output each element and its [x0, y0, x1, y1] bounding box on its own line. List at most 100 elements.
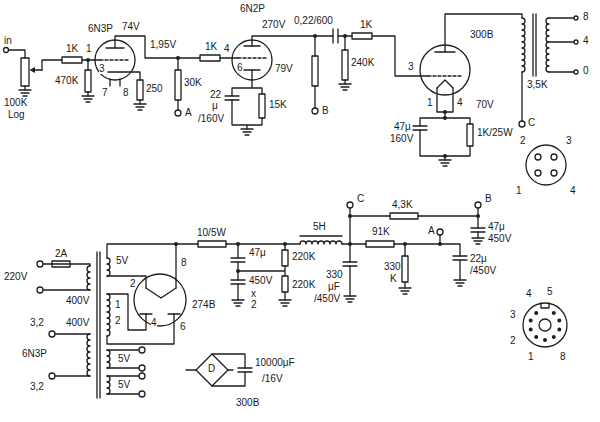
component-label: 1	[86, 44, 92, 54]
component-label: 240K	[351, 58, 374, 68]
socket-pin	[529, 311, 562, 342]
component-label: 1K	[360, 20, 372, 30]
component-label: 8	[560, 352, 566, 362]
component-label: 100K	[4, 98, 27, 108]
component-label: 1K/25W	[477, 128, 513, 138]
component-label: 8	[583, 12, 589, 22]
transformer-winding	[522, 18, 525, 72]
component-label: 470K	[55, 76, 78, 86]
component-label: A	[428, 226, 435, 236]
component-label: 4	[570, 186, 576, 196]
component-label: 1,95V	[150, 40, 176, 50]
component-label: 330	[326, 270, 343, 280]
component-label: 400V	[66, 296, 89, 306]
component-label: 3	[566, 136, 572, 146]
component-label: 4	[583, 36, 589, 46]
component-label: 300B	[236, 398, 259, 408]
component-label: 47μ	[394, 122, 411, 132]
transformer-winding	[107, 294, 110, 336]
component-label: 450V	[488, 234, 511, 244]
component-label: 400V	[66, 318, 89, 328]
component-label: 74V	[122, 22, 140, 32]
socket-pin	[535, 154, 557, 176]
component-label: 5V	[118, 354, 130, 364]
tube-grid	[100, 58, 462, 76]
component-label: 450V	[249, 276, 272, 286]
component-label: 0,22/600	[294, 16, 333, 26]
component-label: 3	[510, 310, 516, 320]
component-label: 300B	[470, 30, 493, 40]
component-label: /16V	[262, 374, 283, 384]
component-label: 2	[130, 279, 136, 289]
component-label: 2A	[55, 249, 67, 259]
component-label: 10000μF	[255, 358, 295, 368]
component-label: C	[357, 194, 364, 204]
component-label: 160V	[390, 134, 413, 144]
wiper-line	[34, 69, 42, 70]
socket-key	[541, 303, 549, 308]
component-label: B	[322, 106, 329, 116]
wire	[43, 208, 478, 394]
component-label: 79V	[275, 64, 293, 74]
component-label: /450V	[470, 266, 496, 276]
component-label: 4	[457, 98, 463, 108]
component-label: 2	[115, 316, 121, 326]
component-label: 0	[583, 66, 589, 76]
socket-center	[539, 319, 551, 331]
transformer-winding	[546, 18, 549, 72]
component-label: 3	[408, 62, 414, 72]
component-label: 5	[547, 287, 553, 297]
component-label: C	[528, 118, 535, 128]
transformer-core	[97, 14, 536, 398]
transformer-winding	[87, 266, 90, 290]
component-label: 220K	[292, 280, 315, 290]
junction-dot	[86, 34, 480, 273]
component-label: /450V	[314, 294, 340, 304]
component-label: 4,3K	[392, 200, 413, 210]
component-label: Log	[8, 110, 25, 120]
component-label: 1K	[205, 42, 217, 52]
tube-socket	[526, 145, 566, 185]
component-label: 30K	[184, 78, 202, 88]
component-label: 1	[427, 98, 433, 108]
tube-socket	[523, 303, 567, 347]
component-label: 6N3P	[22, 349, 47, 359]
resistor-symbol	[21, 33, 473, 292]
component-label: 4	[224, 44, 230, 54]
component-label: 47μ	[249, 248, 266, 258]
fuse-symbol	[52, 261, 70, 267]
component-label: 2	[251, 300, 257, 310]
component-label: 15K	[269, 100, 287, 110]
component-label: D	[208, 364, 215, 374]
component-label: K	[390, 274, 397, 284]
component-label: 330	[384, 262, 401, 272]
component-label: 6	[237, 63, 243, 73]
tube-envelope	[134, 274, 186, 326]
component-label: 3,2	[30, 318, 44, 328]
transformer-winding	[107, 350, 110, 394]
component-label: 22	[210, 90, 221, 100]
component-label: 10/5W	[197, 228, 226, 238]
component-label: 22μ	[470, 254, 487, 264]
transformer-winding	[107, 258, 110, 276]
component-label: 1	[516, 186, 522, 196]
component-label: 3,2	[30, 382, 44, 392]
component-label: 6N2P	[240, 4, 265, 14]
component-label: 47μ	[488, 222, 505, 232]
component-label: 274B	[192, 300, 215, 310]
component-label: 8	[123, 88, 129, 98]
component-label: μ	[212, 101, 218, 111]
component-label: 3,5K	[527, 80, 548, 90]
component-label: B	[485, 194, 492, 204]
component-label: 3	[99, 64, 105, 74]
component-label: 4	[151, 318, 157, 328]
component-label: 70V	[476, 100, 494, 110]
bridge-rectifier	[196, 354, 228, 386]
component-label: 2	[520, 136, 526, 146]
component-label: 1K	[66, 44, 78, 54]
component-label: μF	[328, 282, 340, 292]
wiper-arrow	[30, 67, 36, 73]
